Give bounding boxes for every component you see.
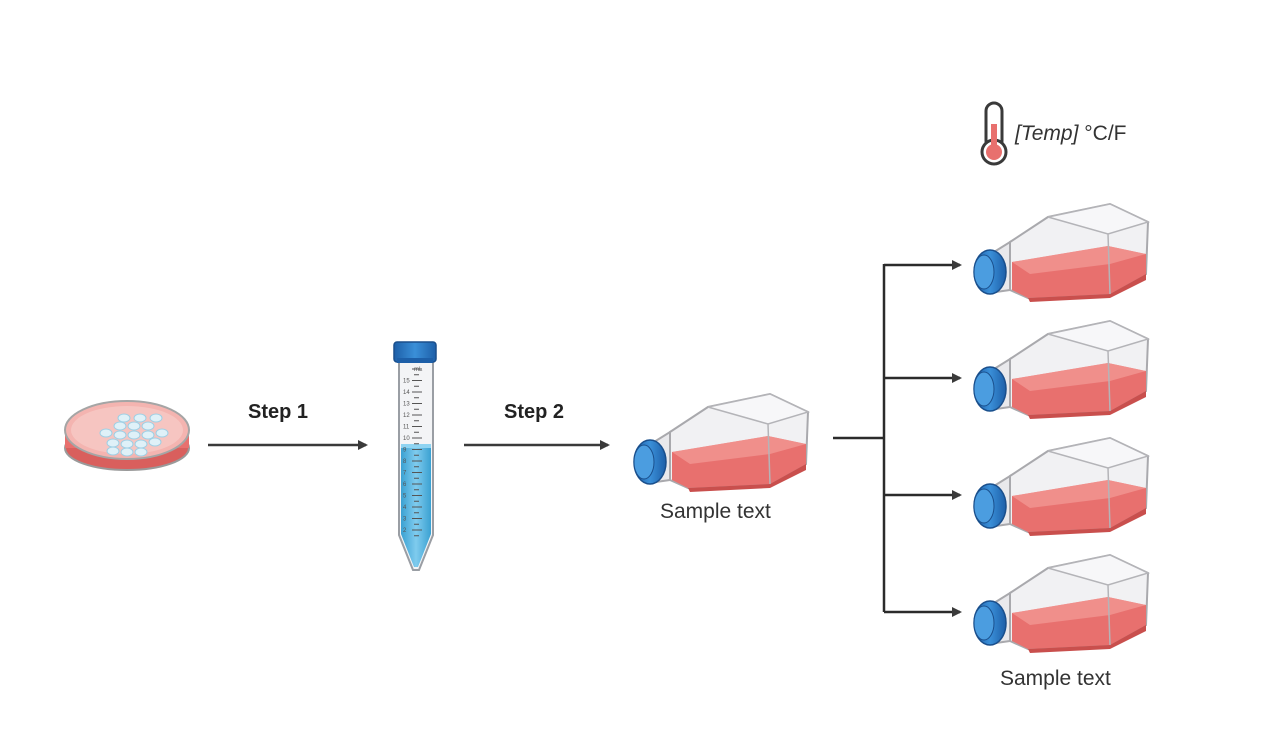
flask-caption: Sample text (660, 500, 771, 523)
culture-flask-icon (973, 554, 1149, 654)
tube-scale-label: 7 (403, 471, 407, 477)
conical-tube-icon: mL 15 14 13 12 11 10 9 8 7 6 5 4 3 2 (393, 341, 437, 571)
tube-scale-label: 9 (403, 448, 407, 454)
step2-label: Step 2 (504, 401, 565, 423)
tube-scale-label: 15 (403, 379, 410, 385)
tube-scale-label: 11 (403, 425, 410, 431)
culture-flask-icon (633, 393, 809, 493)
tube-scale-label: 4 (403, 505, 407, 511)
tube-scale-label: 8 (403, 459, 407, 465)
tube-scale-label: 12 (403, 413, 410, 419)
culture-flask-icon (973, 437, 1149, 537)
tube-scale-label: 2 (403, 528, 407, 534)
step1-label: Step 1 (248, 401, 309, 423)
tube-scale-label: 10 (403, 436, 410, 442)
tube-scale-label: 13 (403, 402, 410, 408)
culture-flask-icon (973, 203, 1149, 303)
flasks-caption: Sample text (1000, 667, 1111, 690)
tube-scale-label: 6 (403, 482, 407, 488)
branch-arrows (833, 260, 962, 617)
culture-flask-icon (973, 320, 1149, 420)
temperature-label: [Temp] °C/F (1015, 122, 1127, 146)
tube-scale-label: 5 (403, 494, 407, 500)
petri-dish-icon (64, 400, 190, 471)
tube-scale-label: mL (414, 367, 423, 373)
tube-scale-label: 3 (403, 517, 407, 523)
temperature-variable: [Temp] (1015, 122, 1079, 145)
tube-scale-label: 14 (403, 390, 410, 396)
thermometer-icon (980, 101, 1008, 166)
temperature-unit: °C/F (1084, 122, 1127, 145)
